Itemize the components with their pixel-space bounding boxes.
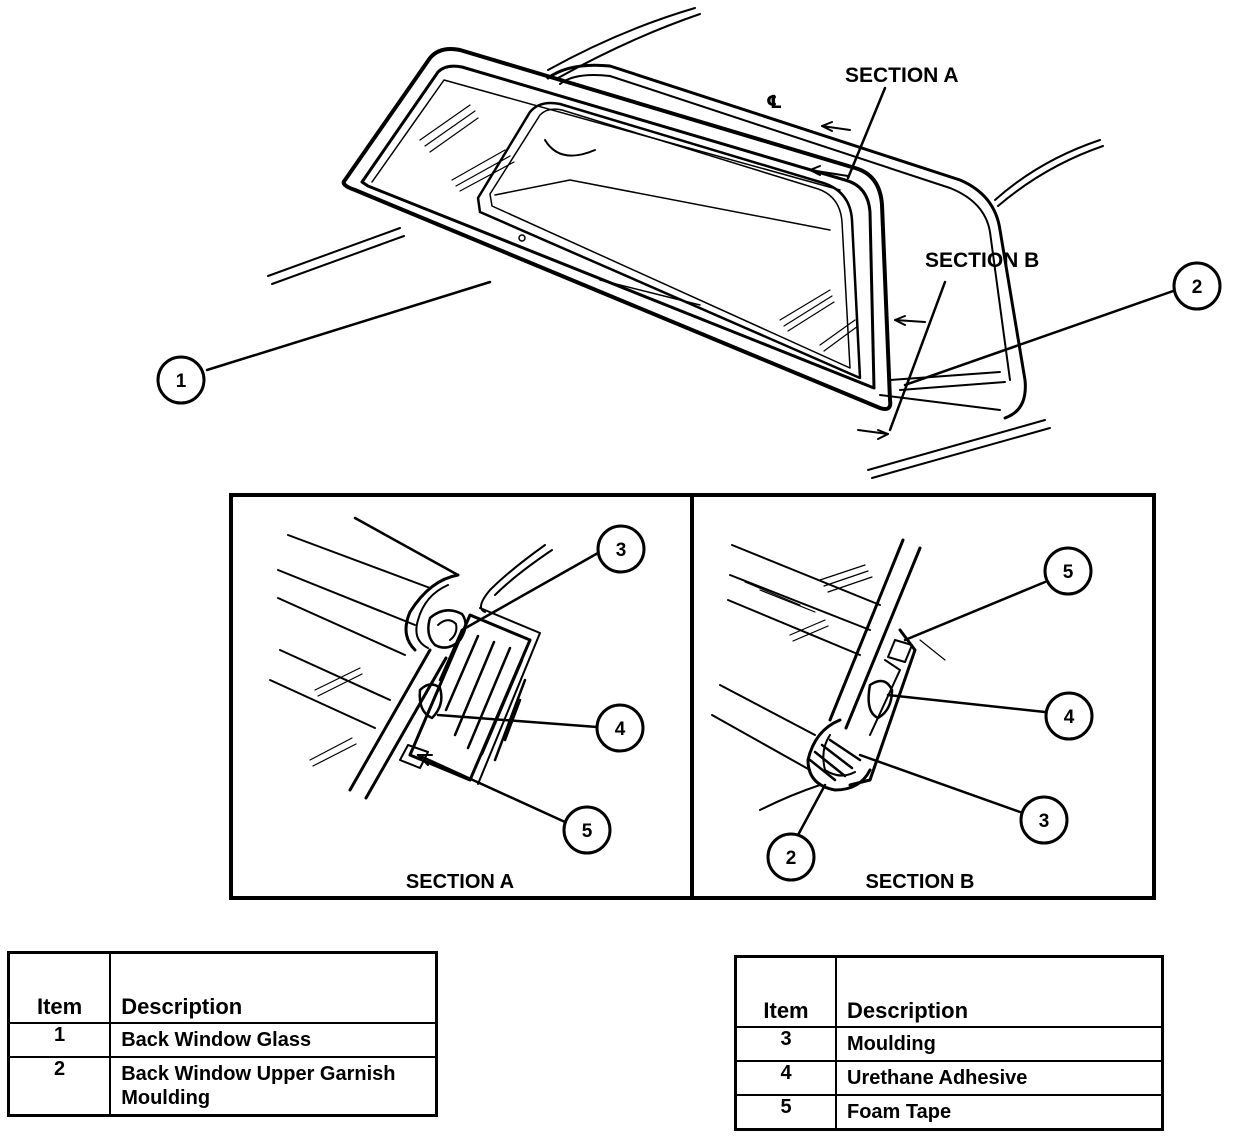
main-illustration bbox=[205, 7, 1178, 479]
legend-header-description: Description bbox=[109, 951, 438, 1024]
section-a-callout-4: 4 bbox=[595, 703, 645, 753]
legend-item-description: Back Window Upper Garnish Moulding bbox=[109, 1055, 438, 1116]
legend-item-description: Urethane Adhesive bbox=[835, 1059, 1164, 1096]
svg-text:1: 1 bbox=[176, 371, 187, 392]
legend-item-number: 3 bbox=[734, 1025, 837, 1062]
svg-text:3: 3 bbox=[616, 540, 627, 561]
section-a-caption: SECTION A bbox=[406, 871, 514, 893]
section-b-callout-4: 4 bbox=[1044, 691, 1094, 741]
callout-1: 1 bbox=[156, 355, 206, 405]
section-b-callout-2: 2 bbox=[766, 832, 816, 882]
section-b-label: SECTION B bbox=[925, 249, 1039, 272]
section-a-callout-3: 3 bbox=[596, 524, 646, 574]
legend-item-description: Foam Tape bbox=[835, 1093, 1164, 1130]
legend-item-number: 2 bbox=[7, 1055, 112, 1116]
section-a-detail bbox=[269, 516, 600, 824]
section-a-label: SECTION A bbox=[845, 64, 959, 87]
legend-item-number: 4 bbox=[734, 1059, 837, 1096]
centerline-symbol: ℄ bbox=[766, 92, 782, 112]
svg-text:3: 3 bbox=[1039, 811, 1050, 832]
svg-text:2: 2 bbox=[1192, 277, 1203, 298]
section-b-callout-3: 3 bbox=[1019, 795, 1069, 845]
svg-text:2: 2 bbox=[786, 848, 797, 869]
legend-item-description: Moulding bbox=[835, 1025, 1164, 1062]
legend-item-description: Back Window Glass bbox=[109, 1021, 438, 1058]
legend-row: 4 Urethane Adhesive bbox=[734, 1059, 1164, 1096]
svg-text:4: 4 bbox=[615, 719, 626, 740]
legend-table-left: Item Description 1 Back Window Glass 2 B… bbox=[7, 951, 438, 1117]
svg-text:5: 5 bbox=[582, 821, 593, 842]
legend-header-item: Item bbox=[7, 951, 112, 1024]
legend-header-item: Item bbox=[734, 955, 837, 1028]
legend-row: 3 Moulding bbox=[734, 1025, 1164, 1062]
svg-text:4: 4 bbox=[1064, 707, 1075, 728]
section-b-callout-5: 5 bbox=[1043, 546, 1093, 596]
legend-row: 1 Back Window Glass bbox=[7, 1021, 438, 1058]
section-b-caption: SECTION B bbox=[866, 871, 975, 893]
section-a-callout-5: 5 bbox=[562, 805, 612, 855]
legend-table-right: Item Description 3 Moulding 4 Urethane A… bbox=[734, 955, 1164, 1131]
legend-header-description: Description bbox=[835, 955, 1164, 1028]
legend-row: 2 Back Window Upper Garnish Moulding bbox=[7, 1055, 438, 1116]
legend-header-row: Item Description bbox=[734, 955, 1164, 1028]
legend-item-number: 5 bbox=[734, 1093, 837, 1130]
legend-header-row: Item Description bbox=[7, 951, 438, 1024]
callout-2: 2 bbox=[1172, 261, 1222, 311]
section-b-detail bbox=[711, 538, 1047, 837]
legend-item-number: 1 bbox=[7, 1021, 112, 1058]
legend-row: 5 Foam Tape bbox=[734, 1093, 1164, 1130]
svg-text:5: 5 bbox=[1063, 562, 1074, 583]
